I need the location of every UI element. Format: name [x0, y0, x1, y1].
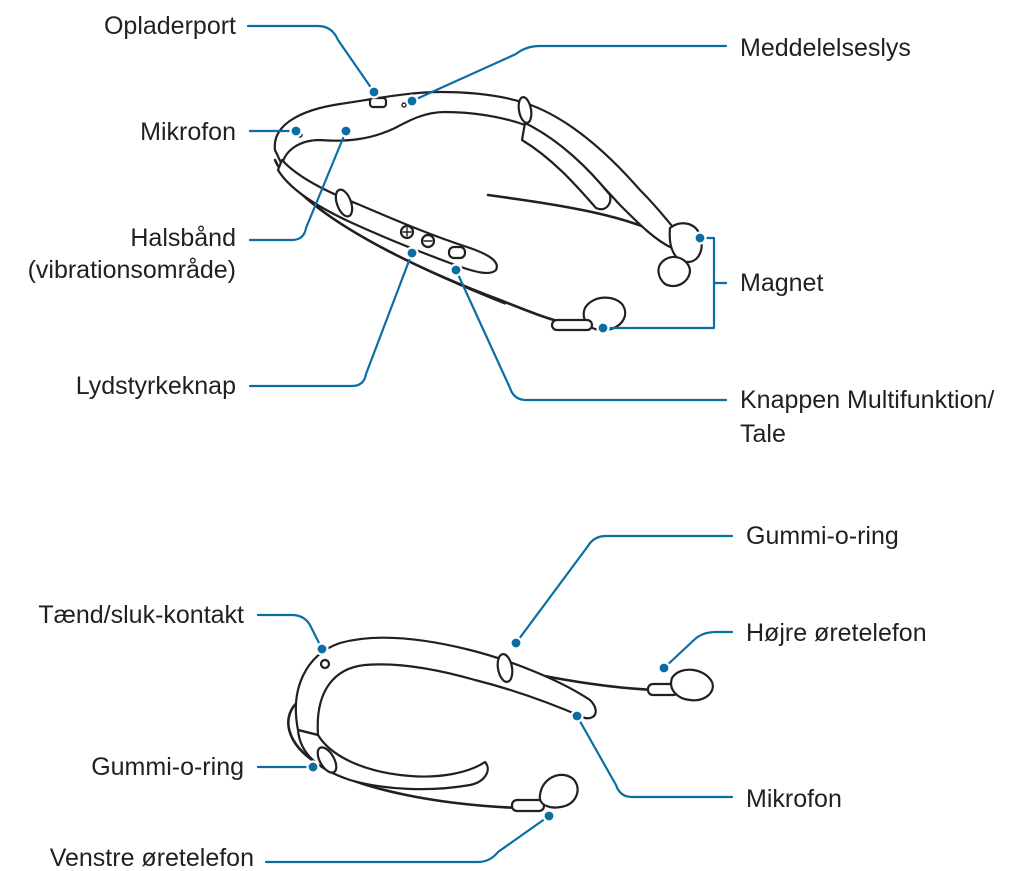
leader-magnet-dot-2 — [598, 323, 609, 334]
leader-rubber-ring-left-dot — [308, 762, 319, 773]
label-magnet: Magnet — [740, 269, 823, 297]
leader-right-earphone — [664, 632, 732, 668]
leader-lines — [248, 26, 732, 862]
neckband-body — [296, 638, 596, 735]
leader-magnet-dot — [695, 233, 706, 244]
leader-power-switch — [258, 615, 322, 649]
label-rubber-ring-left: Gummi-o-ring — [91, 753, 244, 781]
label-power-switch: Tænd/sluk-kontakt — [38, 601, 244, 629]
label-neckband: Halsbånd — [130, 224, 236, 252]
label-rubber-ring-top: Gummi-o-ring — [746, 522, 899, 550]
neckband-body — [275, 92, 676, 248]
leader-volume-key — [250, 253, 412, 386]
top-headset-illustration — [275, 92, 702, 330]
label-multifunction-key-line2: Tale — [740, 420, 786, 448]
leader-volume-key-dot — [407, 248, 418, 259]
label-microphone-top: Mikrofon — [140, 118, 236, 146]
leader-right-earphone-dot — [659, 663, 670, 674]
leader-charger-port-dot — [369, 87, 380, 98]
label-neckband-note: (vibrationsområde) — [28, 256, 236, 284]
leader-multifunction-key-dot — [451, 265, 462, 276]
leader-notification-light-dot — [407, 96, 418, 107]
multifunction-button — [449, 247, 465, 258]
label-multifunction-key-line1: Knappen Multifunktion/ — [740, 386, 994, 414]
leader-left-earphone-dot — [544, 811, 555, 822]
leader-microphone-bottom — [577, 716, 732, 797]
label-volume-key: Lydstyrkeknap — [76, 372, 236, 400]
leader-rubber-ring-top — [516, 536, 732, 643]
left-earphone — [540, 775, 578, 808]
right-earphone — [671, 670, 713, 701]
leader-multifunction-key — [456, 270, 726, 400]
label-charger-port: Opladerport — [104, 12, 236, 40]
leader-rubber-ring-top-dot — [511, 638, 522, 649]
label-left-earphone: Venstre øretelefon — [50, 844, 254, 871]
leader-neckband-dot — [341, 126, 352, 137]
label-right-earphone: Højre øretelefon — [746, 619, 927, 647]
label-microphone-bottom: Mikrofon — [746, 785, 842, 813]
leader-microphone-top-dot — [291, 126, 302, 137]
leader-charger-port — [248, 26, 374, 92]
leader-left-earphone — [266, 816, 549, 862]
bottom-headset-illustration — [288, 638, 713, 811]
leader-microphone-bottom-dot — [572, 711, 583, 722]
label-notification-light: Meddelelseslys — [740, 34, 911, 62]
leader-power-switch-dot — [317, 644, 328, 655]
